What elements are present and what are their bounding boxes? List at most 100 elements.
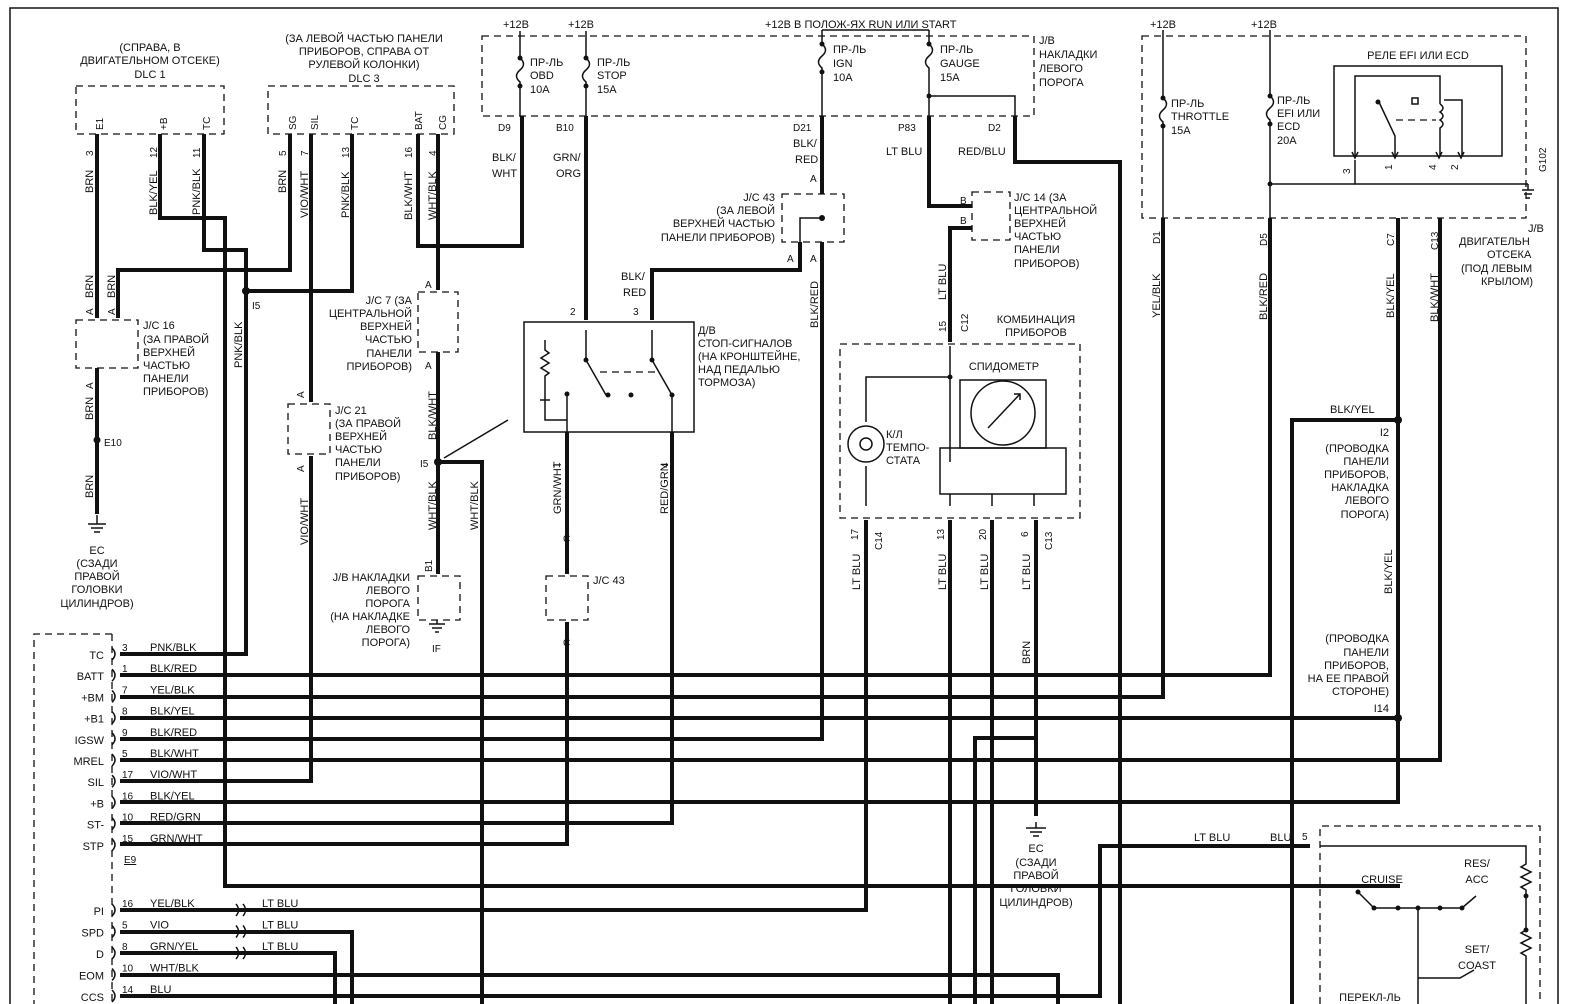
ecm-wire-color: GRN/WHT [150, 833, 203, 845]
ecm-pin-name: +B [90, 798, 104, 810]
wire-label-redblu: RED/BLU [958, 146, 1006, 158]
conn-b10: B10 [556, 123, 574, 134]
jb-pad-line1: J/B НАКЛАДКИ [333, 572, 410, 584]
jc16-line4: ЧАСТЬЮ [143, 360, 190, 372]
label-12v-throttle: +12В [1150, 19, 1176, 31]
jc16-line1: J/C 16 [143, 320, 175, 332]
dlc3-desc-3: РУЛЕВОЙ КОЛОНКИ) [308, 58, 419, 71]
wire-label-blkyel-i2: BLK/YEL [1330, 404, 1375, 416]
ecm-pin-name: EOM [79, 971, 104, 983]
ecm-wire-color: VIO/WHT [150, 769, 197, 781]
ecm-pin-connector [111, 838, 116, 852]
fuse-throttle-line3: 15A [1171, 125, 1191, 137]
ecm-pin-name: BATT [77, 671, 105, 683]
ecm-pin-connector [111, 967, 116, 982]
wire-label-ltblu-jc14: LT BLU [937, 264, 949, 300]
ground-g102: G102 [1538, 147, 1549, 172]
ecm-pin-connector [111, 989, 116, 1003]
wire-label-blkwht-d9-1: BLK/ [492, 152, 517, 164]
jc7-line5: ПАНЕЛИ [366, 348, 412, 360]
combination-meter: КОМБИНАЦИЯ ПРИБОРОВ 15 C12 К/Л ТЕМПО- СТ… [839, 313, 1081, 909]
label-run-start: +12В В ПОЛОЖ-ЯХ RUN ИЛИ START [765, 19, 957, 31]
ecm-wire-color: BLK/RED [150, 663, 197, 675]
right-splices: BLK/YEL I2 (ПРОВОДКА ПАНЕЛИ ПРИБОРОВ, НА… [1308, 404, 1395, 715]
ecm-wire-color: YEL/BLK [150, 684, 195, 696]
jc43-pin-a2: A [787, 254, 794, 265]
jb-engine-title-5: КРЫЛОМ) [1481, 276, 1533, 288]
combo-pin-20: 20 [978, 528, 989, 540]
combo-conn-c13: C13 [1044, 531, 1055, 550]
ecm-pin-name: SIL [87, 777, 104, 789]
dlc1-num-3: 3 [85, 150, 96, 156]
jc21-junction: J/C 21 (ЗА ПРАВОЙ ВЕРХНЕЙ ЧАСТЬЮ ПАНЕЛИ … [287, 391, 401, 545]
jc16-pin-a2: A [107, 308, 118, 315]
ecm-wire-color: WHT/BLK [150, 963, 200, 975]
splice-i5-a: I5 [252, 301, 261, 312]
ecm-wire-color-2: LT BLU [262, 898, 298, 910]
relay-pin-4: 4 [1428, 164, 1439, 170]
jb-sill-title-1: J/B [1039, 35, 1055, 47]
jc7-pin-a1: A [425, 280, 432, 291]
ecm-wire-color: BLK/WHT [150, 748, 199, 760]
ecm-wire-color-2: LT BLU [262, 941, 298, 953]
conn-d21: D21 [793, 123, 812, 134]
dlc3-desc-1: (ЗА ЛЕВОЙ ЧАСТЬЮ ПАНЕЛИ [285, 32, 443, 45]
ecm-pin-number: 3 [122, 643, 128, 654]
wire-label-ltblu-6: LT BLU [1021, 554, 1033, 590]
fuse-ign-line2: IGN [833, 58, 853, 70]
relay-pin-3: 3 [1342, 168, 1353, 174]
wire-label-ltblu-cruise: LT BLU [1194, 832, 1230, 844]
wires [95, 116, 1442, 1004]
wire-label-blkred-d21-2: RED [795, 154, 818, 166]
dlc3-desc-2: ПРИБОРОВ, СПРАВА ОТ [299, 46, 430, 58]
dlc3-pin-tc: TC [350, 117, 361, 130]
jc43-line2: (ЗА ЛЕВОЙ [716, 204, 775, 217]
fuse-obd-line1: ПР-ЛЬ [530, 57, 563, 69]
dlc1-connector: (СПРАВА, В ДВИГАТЕЛЬНОМ ОТСЕКЕ) DLC 1 E1… [75, 42, 225, 215]
ecm-pin-name: TC [89, 650, 104, 662]
conn-d5: D5 [1259, 233, 1270, 246]
ecm-pin-number: 5 [122, 921, 128, 932]
conn-p83: P83 [898, 123, 916, 134]
jb-engine-block: РЕЛЕ EFI ИЛИ ECD 3 1 4 2 G102 J/B ДВИГАТ… [1141, 30, 1549, 322]
ecm-wire-color: BLK/YEL [150, 790, 195, 802]
ecm-pin-connector [111, 795, 116, 809]
wire-label-blu-cruise: BLU [1270, 832, 1291, 844]
ecm-wire-color: VIO [150, 920, 169, 932]
combo-temp-line3: СТАТА [886, 455, 921, 467]
combo-pin-6: 6 [1020, 531, 1031, 537]
splice-e10: E10 [104, 438, 122, 449]
wire-label-ltblu-17: LT BLU [851, 554, 863, 590]
jb-sill-fuse-block: J/B НАКЛАДКИ ЛЕВОГО ПОРОГА ПР-ЛЬ OBD 10A… [481, 29, 1097, 180]
jc16-line5: ПАНЕЛИ [143, 373, 189, 385]
ecm-pin-connector [111, 903, 116, 917]
ecm-pin-name: SPD [81, 928, 104, 940]
wire-label-blkred-d21-1: BLK/ [793, 138, 818, 150]
fuse-efi-line2: EFI ИЛИ [1277, 108, 1320, 120]
stop-sw-line3: (НА КРОНШТЕЙНЕ, [698, 350, 800, 363]
jc43-pin-a3: A [810, 254, 817, 265]
ecm-pin-number: 16 [122, 899, 134, 910]
ecm-pin-connector [111, 753, 116, 767]
wire-label-ltblu-13: LT BLU [937, 554, 949, 590]
relay-efi-label: РЕЛЕ EFI ИЛИ ECD [1367, 50, 1469, 62]
wire-label-blkwht-d9-2: WHT [492, 168, 517, 180]
label-12v-stop: +12В [568, 19, 594, 31]
jb-sill-title-4: ПОРОГА [1039, 77, 1084, 89]
ecm-wire-color: BLK/RED [150, 727, 197, 739]
jc21-line4: ЧАСТЬЮ [335, 444, 382, 456]
fuse-obd-line2: OBD [530, 70, 554, 82]
ground-ec1-label1: EC [89, 545, 104, 557]
wire-label-blkyel-c7: BLK/YEL [1385, 273, 1397, 318]
dlc3-pin-sg: SG [288, 115, 299, 130]
ground-ec2-label3: ПРАВОЙ [1013, 869, 1058, 882]
relay-pin-1: 1 [1384, 164, 1395, 170]
stop-sw-pin1: 1 [552, 462, 563, 468]
res-label-1: RES/ [1464, 858, 1491, 870]
fuse-ign-line3: 10A [833, 72, 853, 84]
i2-label-3: ПАНЕЛИ [1343, 456, 1389, 468]
wire-label-blkred-3: BLK/RED [809, 281, 821, 328]
jc7-line6: ПРИБОРОВ) [347, 361, 412, 373]
ground-ec2-label2: (СЗАДИ [1015, 857, 1056, 869]
